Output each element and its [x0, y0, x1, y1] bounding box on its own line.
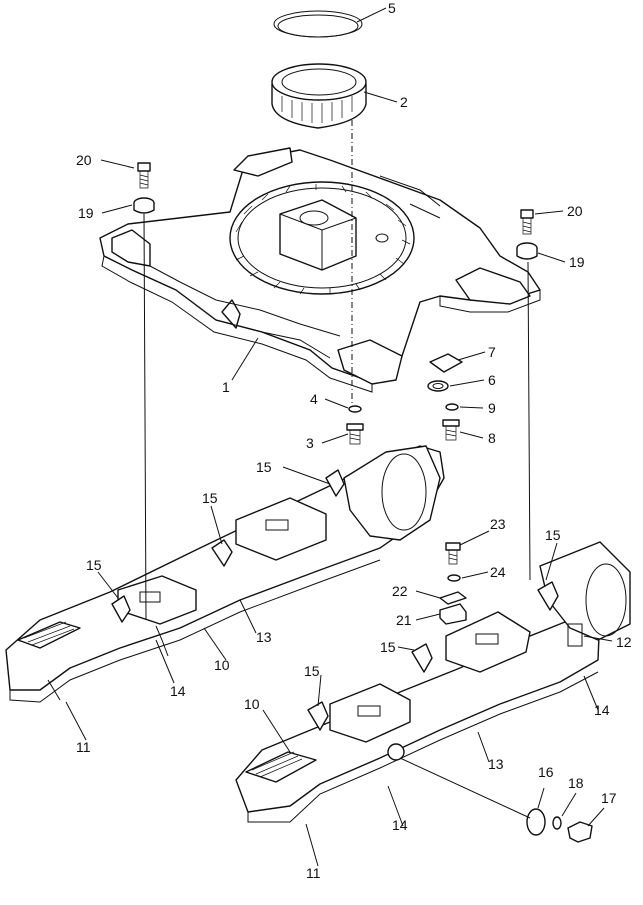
snap-ring	[273, 10, 363, 38]
callout-24: 24	[490, 564, 506, 580]
callout-15-f: 15	[304, 663, 320, 679]
callout-22: 22	[392, 583, 408, 599]
callout-10-right: 10	[244, 696, 260, 712]
washer-19-left	[133, 197, 155, 214]
bolt-20-right	[520, 209, 534, 235]
callout-1: 1	[222, 379, 230, 395]
callout-14-b: 14	[594, 702, 610, 718]
callout-labels: 5 2 20 19 20 19 1 7 6 4 9 3 8 15 15 23 1…	[76, 0, 632, 881]
leader-lines	[65, 7, 613, 867]
callout-4: 4	[310, 391, 318, 407]
callout-13-left: 13	[256, 629, 272, 645]
callout-15-d: 15	[86, 557, 102, 573]
callout-7: 7	[488, 344, 496, 360]
callout-16: 16	[538, 764, 554, 780]
callout-15-b: 15	[202, 490, 218, 506]
callout-2: 2	[400, 94, 408, 110]
callout-19-left: 19	[78, 205, 94, 221]
callout-12: 12	[616, 634, 632, 650]
callout-19-right: 19	[569, 254, 585, 270]
callout-13-right: 13	[488, 756, 504, 772]
callout-8: 8	[488, 430, 496, 446]
callout-3: 3	[306, 435, 314, 451]
alignment-lines	[143, 120, 531, 621]
callout-6: 6	[488, 372, 496, 388]
callout-18: 18	[568, 775, 584, 791]
callout-5: 5	[388, 0, 396, 16]
callout-14-c: 14	[392, 817, 408, 833]
callout-11-left: 11	[76, 739, 91, 755]
track-frame-left	[5, 445, 445, 703]
swing-bearing-ring	[271, 63, 367, 129]
callout-20-left: 20	[76, 152, 92, 168]
washer-19-right	[516, 242, 538, 260]
small-hardware	[346, 353, 463, 445]
callout-14-a: 14	[170, 683, 186, 699]
right-hardware	[439, 542, 593, 843]
callout-11-right: 11	[306, 865, 321, 881]
track-frame-right	[235, 541, 631, 823]
callout-9: 9	[488, 400, 496, 416]
callout-15-a: 15	[256, 459, 272, 475]
callout-20-right: 20	[567, 203, 583, 219]
callout-21: 21	[396, 612, 412, 628]
upper-frame	[99, 147, 541, 393]
callout-15-e: 15	[380, 639, 396, 655]
callout-15-c: 15	[545, 527, 561, 543]
bolt-20-left	[137, 162, 151, 189]
callout-23: 23	[490, 516, 506, 532]
callout-17: 17	[601, 790, 617, 806]
callout-10-left: 10	[214, 657, 230, 673]
